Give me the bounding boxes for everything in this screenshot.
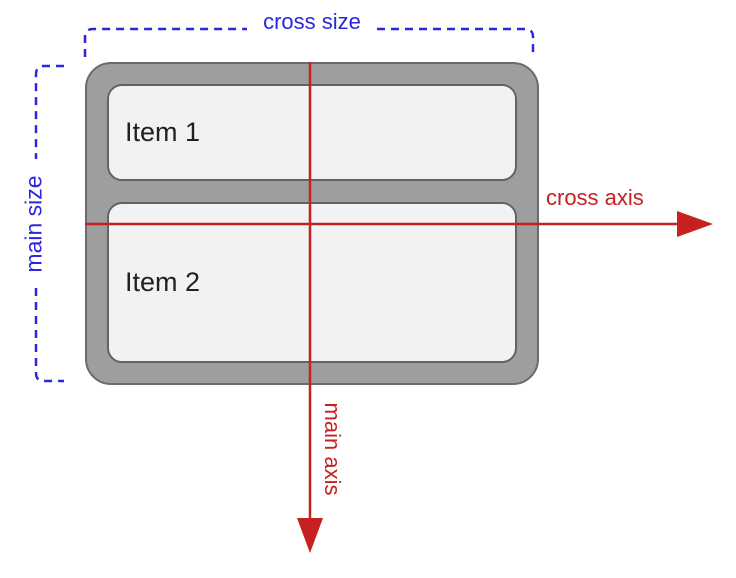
arrow-right-icon: [677, 211, 713, 237]
main-size-label: main size: [20, 175, 47, 273]
cross-size-bracket-left: [83, 27, 247, 57]
cross-size-bracket-right: [377, 27, 535, 53]
cross-size-label: cross size: [263, 9, 361, 34]
cross-axis-label: cross axis: [546, 185, 644, 210]
main-size-bracket-bottom: [34, 288, 64, 383]
flex-item-1-label: Item 1: [125, 117, 201, 147]
flex-item-2-label: Item 2: [125, 267, 201, 297]
flex-item-2: Item 2: [107, 202, 517, 363]
main-size-bracket-top: [34, 64, 64, 159]
main-axis-label: main axis: [320, 402, 346, 496]
flex-item-1: Item 1: [107, 84, 517, 181]
flex-container: Item 1 Item 2: [85, 62, 539, 385]
arrow-down-icon: [297, 518, 323, 553]
